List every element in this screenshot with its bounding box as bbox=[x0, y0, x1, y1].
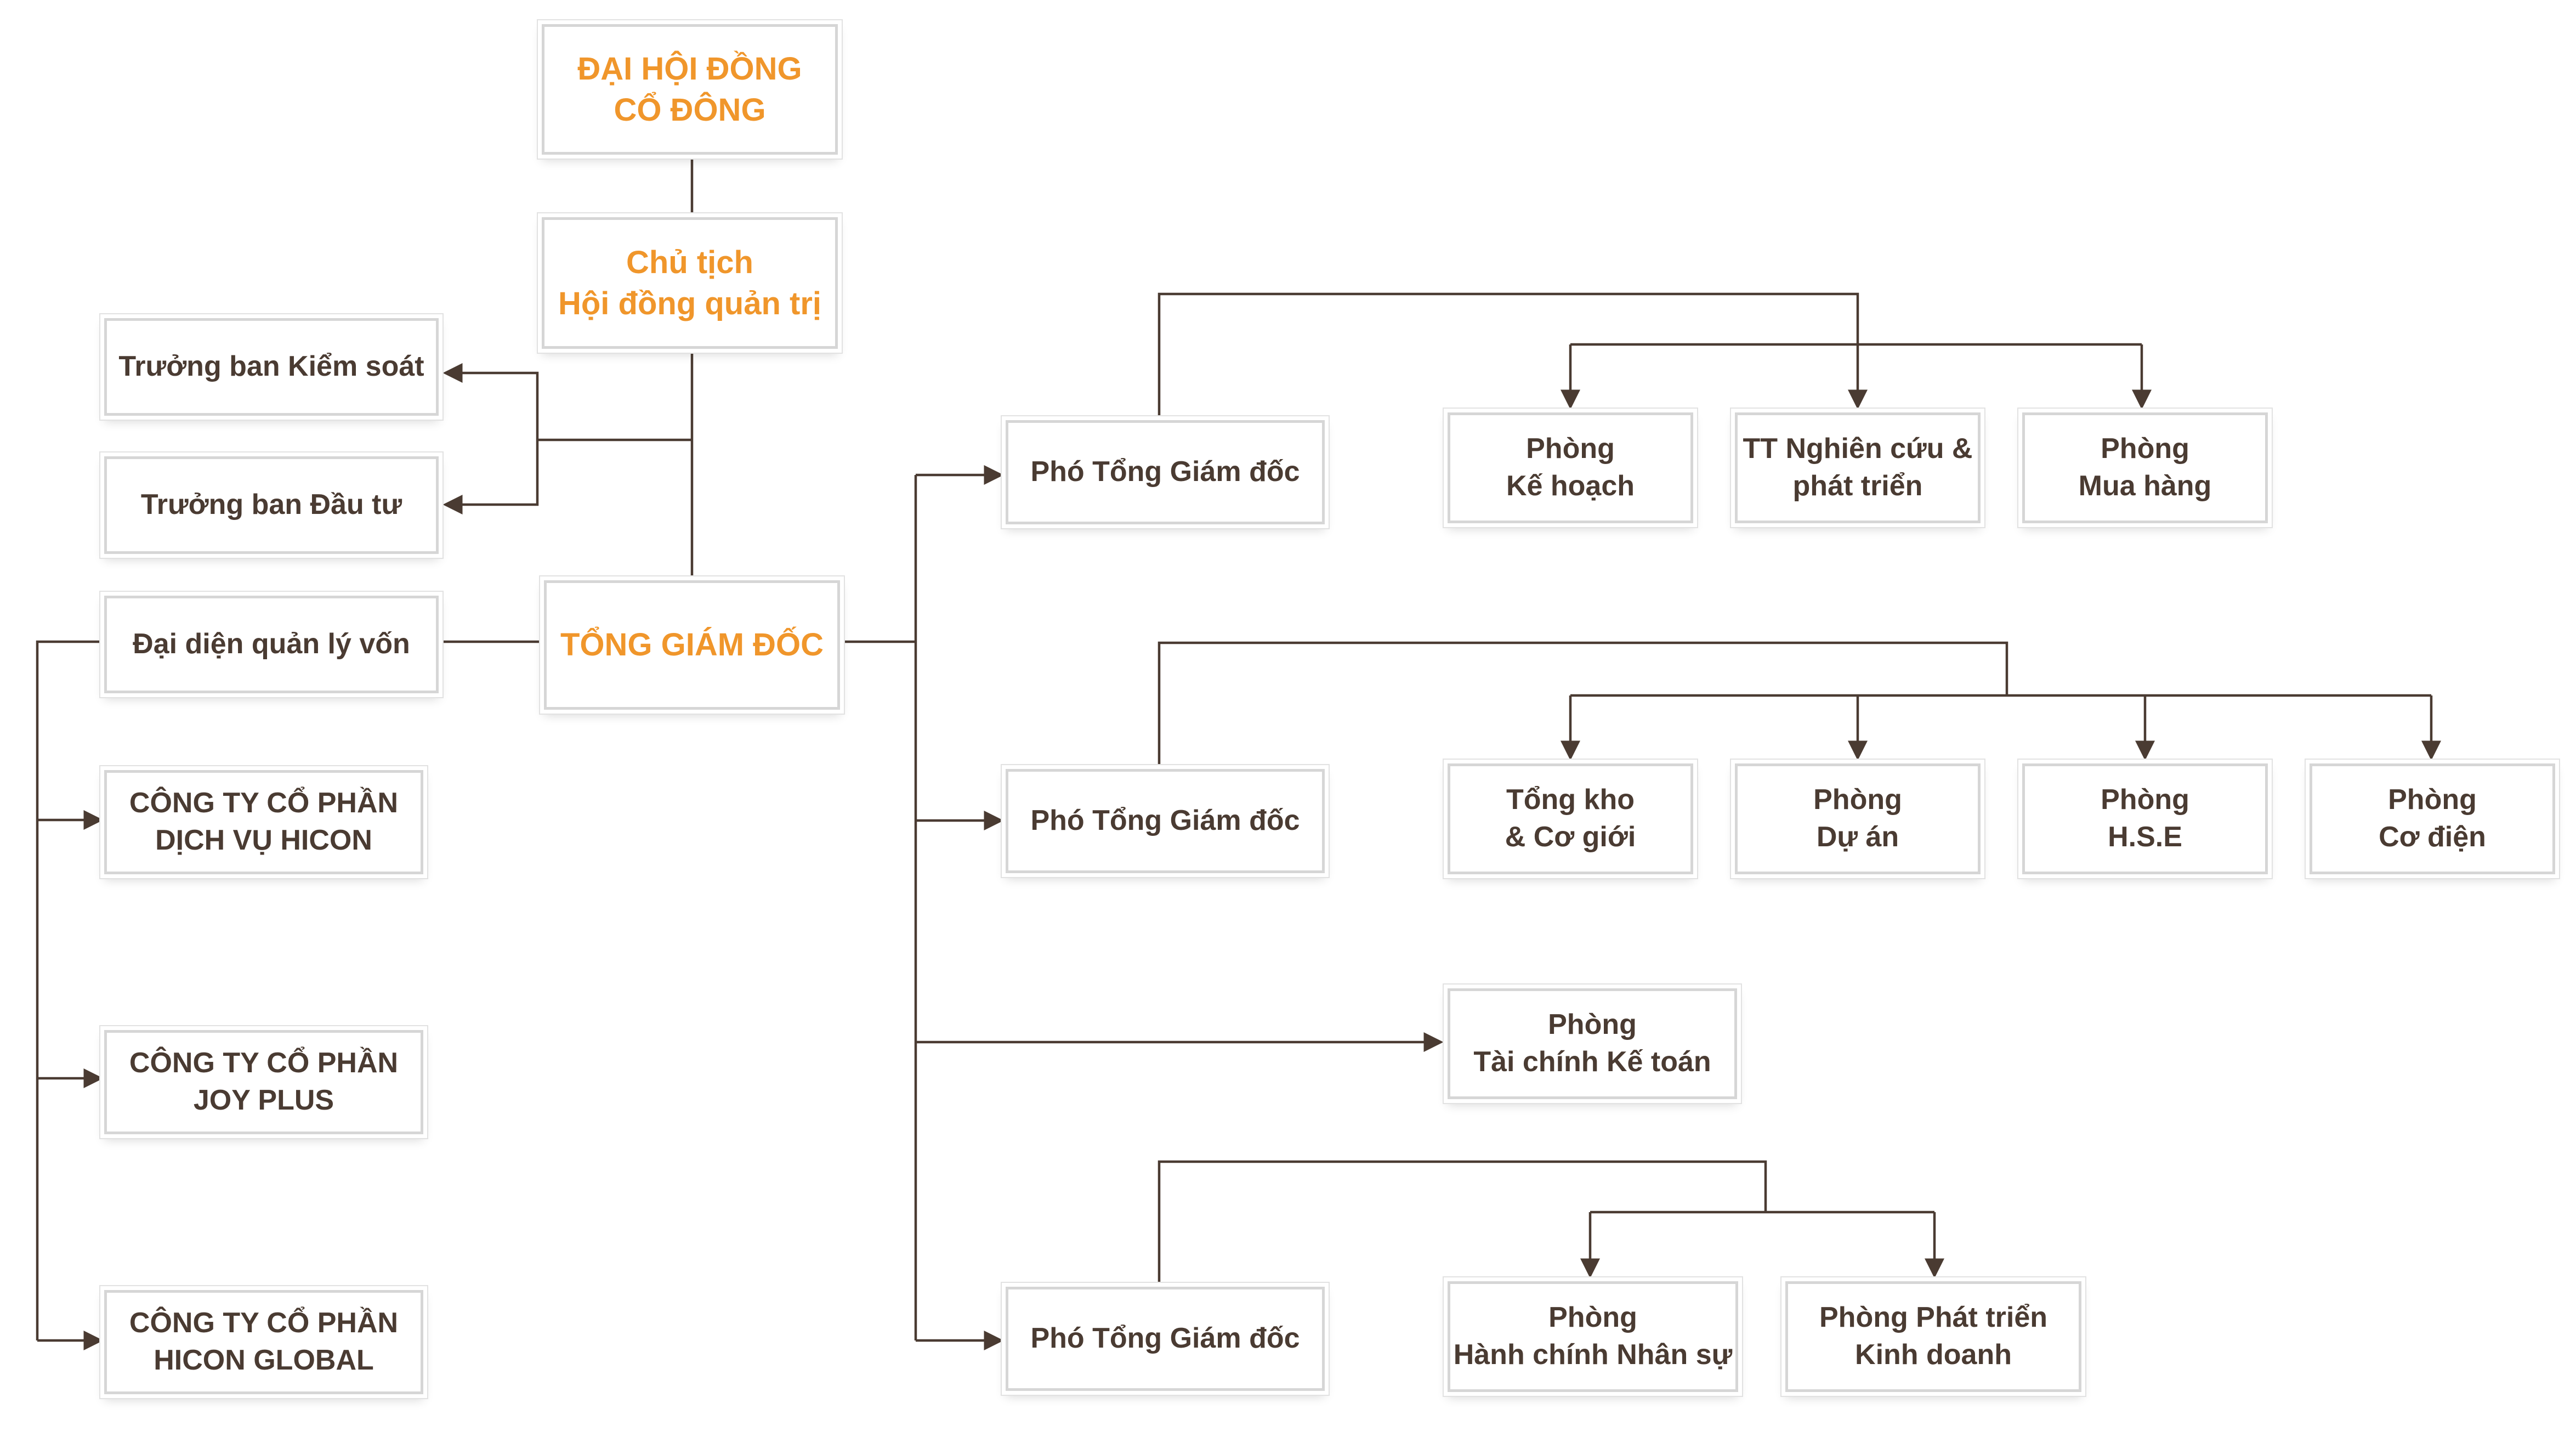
business-dev-line-2: Kinh doanh bbox=[1855, 1339, 2012, 1371]
warehouse-line-1: Tổng kho bbox=[1506, 784, 1635, 816]
hr-admin-box: Phòng Hành chính Nhân sự bbox=[1448, 1281, 1738, 1392]
finance-line-2: Tài chính Kế toán bbox=[1473, 1046, 1711, 1078]
control-head-label: Trưởng ban Kiểm soát bbox=[118, 350, 424, 383]
deputy-1-box: Phó Tổng Giám đốc bbox=[1006, 420, 1325, 524]
warehouse-line-2: & Cơ giới bbox=[1505, 821, 1636, 853]
deputy-2-label: Phó Tổng Giám đốc bbox=[1030, 805, 1300, 837]
deputy-3-box: Phó Tổng Giám đốc bbox=[1006, 1287, 1325, 1391]
hse-line-1: Phòng bbox=[2101, 784, 2189, 816]
line-deputy-2-branch bbox=[1158, 641, 2008, 766]
joy-plus-line-1: CÔNG TY CỔ PHẦN bbox=[129, 1047, 399, 1079]
deputy-3-label: Phó Tổng Giám đốc bbox=[1030, 1322, 1300, 1355]
capital-rep-box: Đại diện quản lý vốn bbox=[104, 596, 439, 693]
projects-line-1: Phòng bbox=[1813, 784, 1902, 816]
hse-line-2: H.S.E bbox=[2108, 821, 2182, 853]
projects-box: Phòng Dự án bbox=[1735, 763, 1981, 874]
finance-box: Phòng Tài chính Kế toán bbox=[1448, 988, 1737, 1099]
control-head-box: Trưởng ban Kiểm soát bbox=[104, 318, 439, 416]
hicon-services-box: CÔNG TY CỔ PHẦN DỊCH VỤ HICON bbox=[104, 770, 423, 874]
mep-line-2: Cơ điện bbox=[2379, 821, 2486, 853]
planning-box: Phòng Kế hoạch bbox=[1448, 412, 1693, 523]
rnd-center-line-2: phát triển bbox=[1792, 470, 1923, 502]
chairman-box: Chủ tịch Hội đồng quản trị bbox=[542, 217, 838, 349]
line-capital-rep-trunk bbox=[36, 640, 102, 1340]
joy-plus-box: CÔNG TY CỔ PHẦN JOY PLUS bbox=[104, 1030, 423, 1134]
projects-line-2: Dự án bbox=[1816, 821, 1899, 853]
chairman-line-2: Hội đồng quản trị bbox=[558, 286, 822, 321]
hicon-global-line-1: CÔNG TY CỔ PHẦN bbox=[129, 1307, 399, 1339]
investment-head-label: Trưởng ban Đầu tư bbox=[140, 489, 402, 521]
hicon-services-line-1: CÔNG TY CỔ PHẦN bbox=[129, 787, 399, 819]
investment-head-box: Trưởng ban Đầu tư bbox=[104, 456, 439, 554]
rnd-center-box: TT Nghiên cứu & phát triển bbox=[1735, 412, 1981, 523]
hse-box: Phòng H.S.E bbox=[2022, 763, 2268, 874]
shareholders-line-1: ĐẠI HỘI ĐỒNG bbox=[577, 50, 802, 87]
arrow-investment-head bbox=[442, 440, 539, 514]
deputy-2-box: Phó Tổng Giám đốc bbox=[1006, 769, 1325, 873]
planning-line-1: Phòng bbox=[1526, 433, 1615, 465]
rnd-center-line-1: TT Nghiên cứu & bbox=[1743, 433, 1973, 465]
purchasing-box: Phòng Mua hàng bbox=[2022, 412, 2268, 523]
capital-rep-label: Đại diện quản lý vốn bbox=[133, 628, 410, 660]
finance-line-1: Phòng bbox=[1548, 1009, 1637, 1041]
shareholders-box: ĐẠI HỘI ĐỒNG CỔ ĐÔNG bbox=[542, 24, 838, 155]
hr-admin-line-2: Hành chính Nhân sự bbox=[1453, 1339, 1733, 1371]
deputy-1-label: Phó Tổng Giám đốc bbox=[1030, 456, 1300, 488]
business-dev-line-1: Phòng Phát triển bbox=[1819, 1302, 2047, 1334]
purchasing-line-1: Phòng bbox=[2101, 433, 2189, 465]
hicon-global-line-2: HICON GLOBAL bbox=[154, 1344, 374, 1376]
ceo-label: TỔNG GIÁM ĐỐC bbox=[560, 627, 824, 663]
hicon-global-box: CÔNG TY CỔ PHẦN HICON GLOBAL bbox=[104, 1290, 423, 1394]
purchasing-line-2: Mua hàng bbox=[2078, 470, 2212, 502]
planning-line-2: Kế hoạch bbox=[1506, 470, 1635, 502]
arrow-control-head bbox=[442, 363, 539, 440]
line-deputy-3-branch bbox=[1158, 1160, 1767, 1283]
hr-admin-line-1: Phòng bbox=[1548, 1302, 1637, 1334]
shareholders-line-2: CỔ ĐÔNG bbox=[614, 92, 766, 128]
ceo-box: TỔNG GIÁM ĐỐC bbox=[544, 580, 840, 710]
joy-plus-line-2: JOY PLUS bbox=[193, 1084, 334, 1116]
business-dev-box: Phòng Phát triển Kinh doanh bbox=[1785, 1281, 2081, 1392]
line-deputy-1-branch bbox=[1158, 292, 1859, 417]
chairman-line-1: Chủ tịch bbox=[626, 244, 753, 280]
warehouse-box: Tổng kho & Cơ giới bbox=[1448, 763, 1693, 874]
mep-line-1: Phòng bbox=[2388, 784, 2477, 816]
hicon-services-line-2: DỊCH VỤ HICON bbox=[155, 824, 372, 856]
mep-box: Phòng Cơ điện bbox=[2310, 763, 2555, 874]
